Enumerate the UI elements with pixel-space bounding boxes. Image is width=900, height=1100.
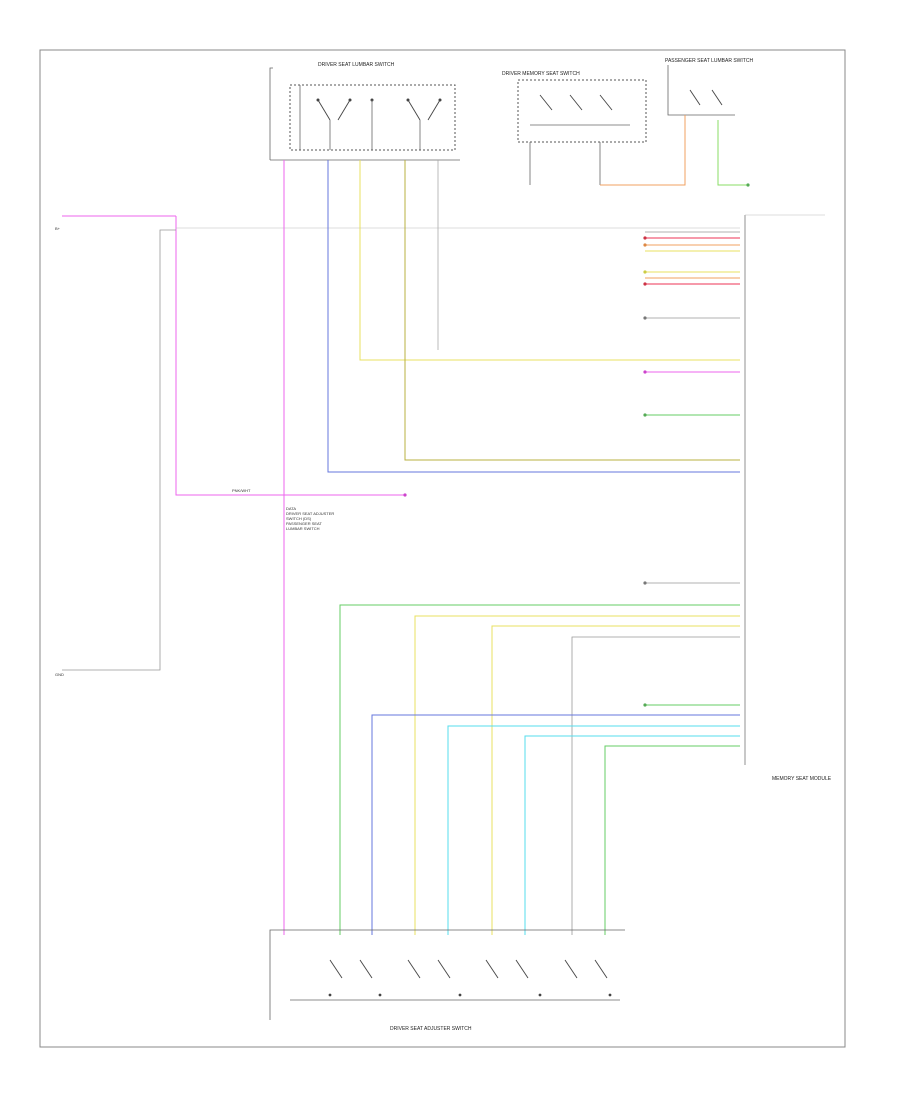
memory-switch: DRIVER MEMORY SEAT SWITCH [502, 71, 647, 185]
module-connector: MEMORY SEAT MODULE [744, 214, 832, 782]
svg-text:DRIVER SEAT ADJUSTER: DRIVER SEAT ADJUSTER [286, 511, 334, 516]
svg-text:PASSENGER SEAT: PASSENGER SEAT [286, 521, 322, 526]
left-feed-top: B+ [55, 226, 61, 231]
left-feed-bottom: GND [55, 672, 64, 677]
svg-text:LUMBAR SWITCH: LUMBAR SWITCH [286, 526, 320, 531]
splice-note: DATA DRIVER SEAT ADJUSTER SWITCH (DS) PA… [286, 506, 334, 531]
lumbar-switch: DRIVER SEAT LUMBAR SWITCH [269, 62, 460, 161]
lumbar-switch-title: DRIVER SEAT LUMBAR SWITCH [318, 62, 395, 68]
splice-label: PNK/WHT [232, 488, 251, 493]
passenger-lumbar-switch: PASSENGER SEAT LUMBAR SWITCH [665, 58, 753, 116]
memory-switch-title: DRIVER MEMORY SEAT SWITCH [502, 71, 580, 77]
svg-text:SWITCH (DS): SWITCH (DS) [286, 516, 312, 521]
adjuster-switch: DRIVER SEAT ADJUSTER SWITCH [269, 929, 625, 1032]
svg-text:DATA: DATA [286, 506, 296, 511]
module-title: MEMORY SEAT MODULE [772, 776, 832, 782]
passenger-switch-title: PASSENGER SEAT LUMBAR SWITCH [665, 58, 753, 64]
adjuster-switch-title: DRIVER SEAT ADJUSTER SWITCH [390, 1026, 472, 1032]
diagram-frame [39, 49, 846, 1048]
